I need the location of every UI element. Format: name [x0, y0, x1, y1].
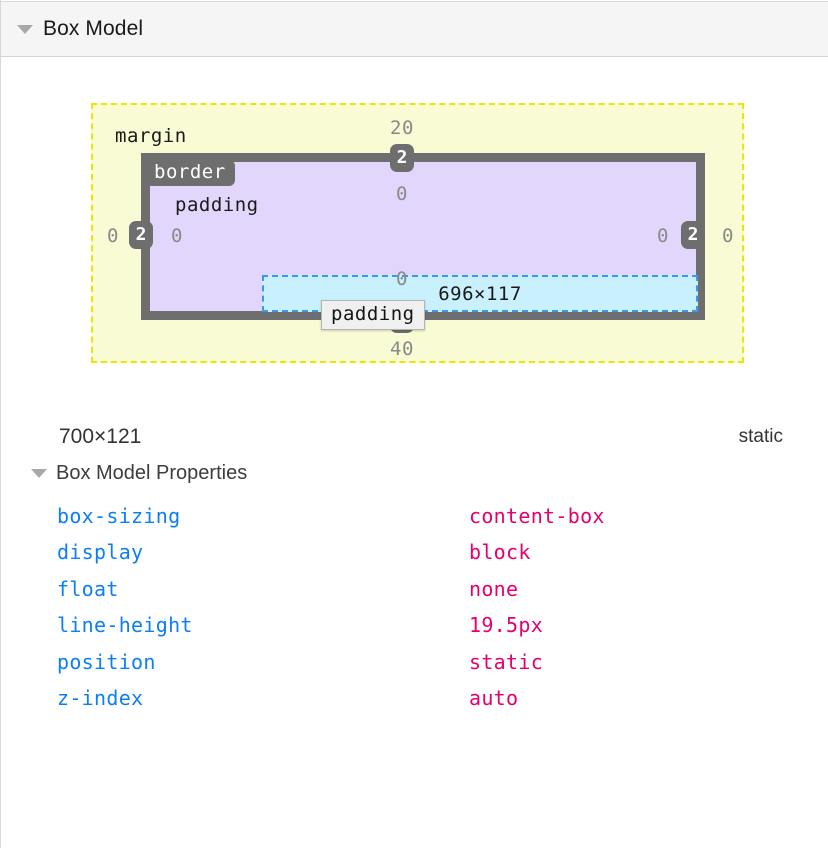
- box-model-section-header[interactable]: Box Model: [1, 1, 828, 57]
- border-top-value[interactable]: 2: [390, 144, 414, 172]
- property-row[interactable]: box-sizing content-box: [1, 498, 828, 534]
- property-name: line-height: [57, 613, 193, 638]
- margin-right-value[interactable]: 0: [722, 225, 734, 247]
- property-name: float: [57, 576, 119, 601]
- box-model-properties-list: box-sizing content-box display block flo…: [1, 498, 828, 716]
- property-value[interactable]: 19.5px: [469, 613, 544, 638]
- property-name: z-index: [57, 685, 144, 710]
- padding-bottom-value[interactable]: 0: [396, 268, 408, 290]
- property-row[interactable]: float none: [1, 571, 828, 607]
- element-dimensions: 700×121: [59, 425, 142, 448]
- property-name: position: [57, 649, 156, 674]
- triangle-down-icon[interactable]: [31, 469, 47, 478]
- property-row[interactable]: display block: [1, 534, 828, 570]
- box-model-summary-row: 700×121 static: [1, 420, 828, 454]
- box-model-properties-header[interactable]: Box Model Properties: [31, 462, 247, 485]
- padding-right-value[interactable]: 0: [657, 225, 669, 247]
- property-row[interactable]: position static: [1, 644, 828, 680]
- border-right-value[interactable]: 2: [681, 221, 705, 249]
- property-row[interactable]: z-index auto: [1, 680, 828, 716]
- margin-region[interactable]: margin 696×117 border padding 20 2 0 0 2…: [91, 103, 744, 363]
- margin-left-value[interactable]: 0: [107, 225, 119, 247]
- margin-bottom-value[interactable]: 40: [390, 338, 414, 360]
- padding-top-value[interactable]: 0: [396, 183, 408, 205]
- box-model-diagram: margin 696×117 border padding 20 2 0 0 2…: [91, 103, 744, 363]
- border-left-value[interactable]: 2: [129, 221, 153, 249]
- element-position: static: [738, 426, 783, 447]
- property-value[interactable]: static: [469, 649, 544, 674]
- property-value[interactable]: none: [469, 576, 519, 601]
- page-title: Box Model: [43, 17, 144, 40]
- region-hover-tooltip: padding: [321, 300, 425, 330]
- padding-label: padding: [175, 194, 259, 216]
- property-value[interactable]: content-box: [469, 504, 605, 528]
- property-value[interactable]: block: [469, 540, 531, 565]
- property-value[interactable]: auto: [469, 685, 519, 710]
- content-size-label: 696×117: [438, 282, 522, 305]
- padding-left-value[interactable]: 0: [171, 225, 183, 247]
- triangle-down-icon[interactable]: [17, 24, 33, 34]
- box-model-properties-title: Box Model Properties: [56, 462, 248, 484]
- margin-top-value[interactable]: 20: [390, 117, 414, 139]
- property-name: display: [57, 540, 144, 565]
- margin-label: margin: [115, 125, 187, 147]
- border-label: border: [145, 160, 235, 186]
- property-row[interactable]: line-height 19.5px: [1, 607, 828, 643]
- property-name: box-sizing: [57, 504, 181, 528]
